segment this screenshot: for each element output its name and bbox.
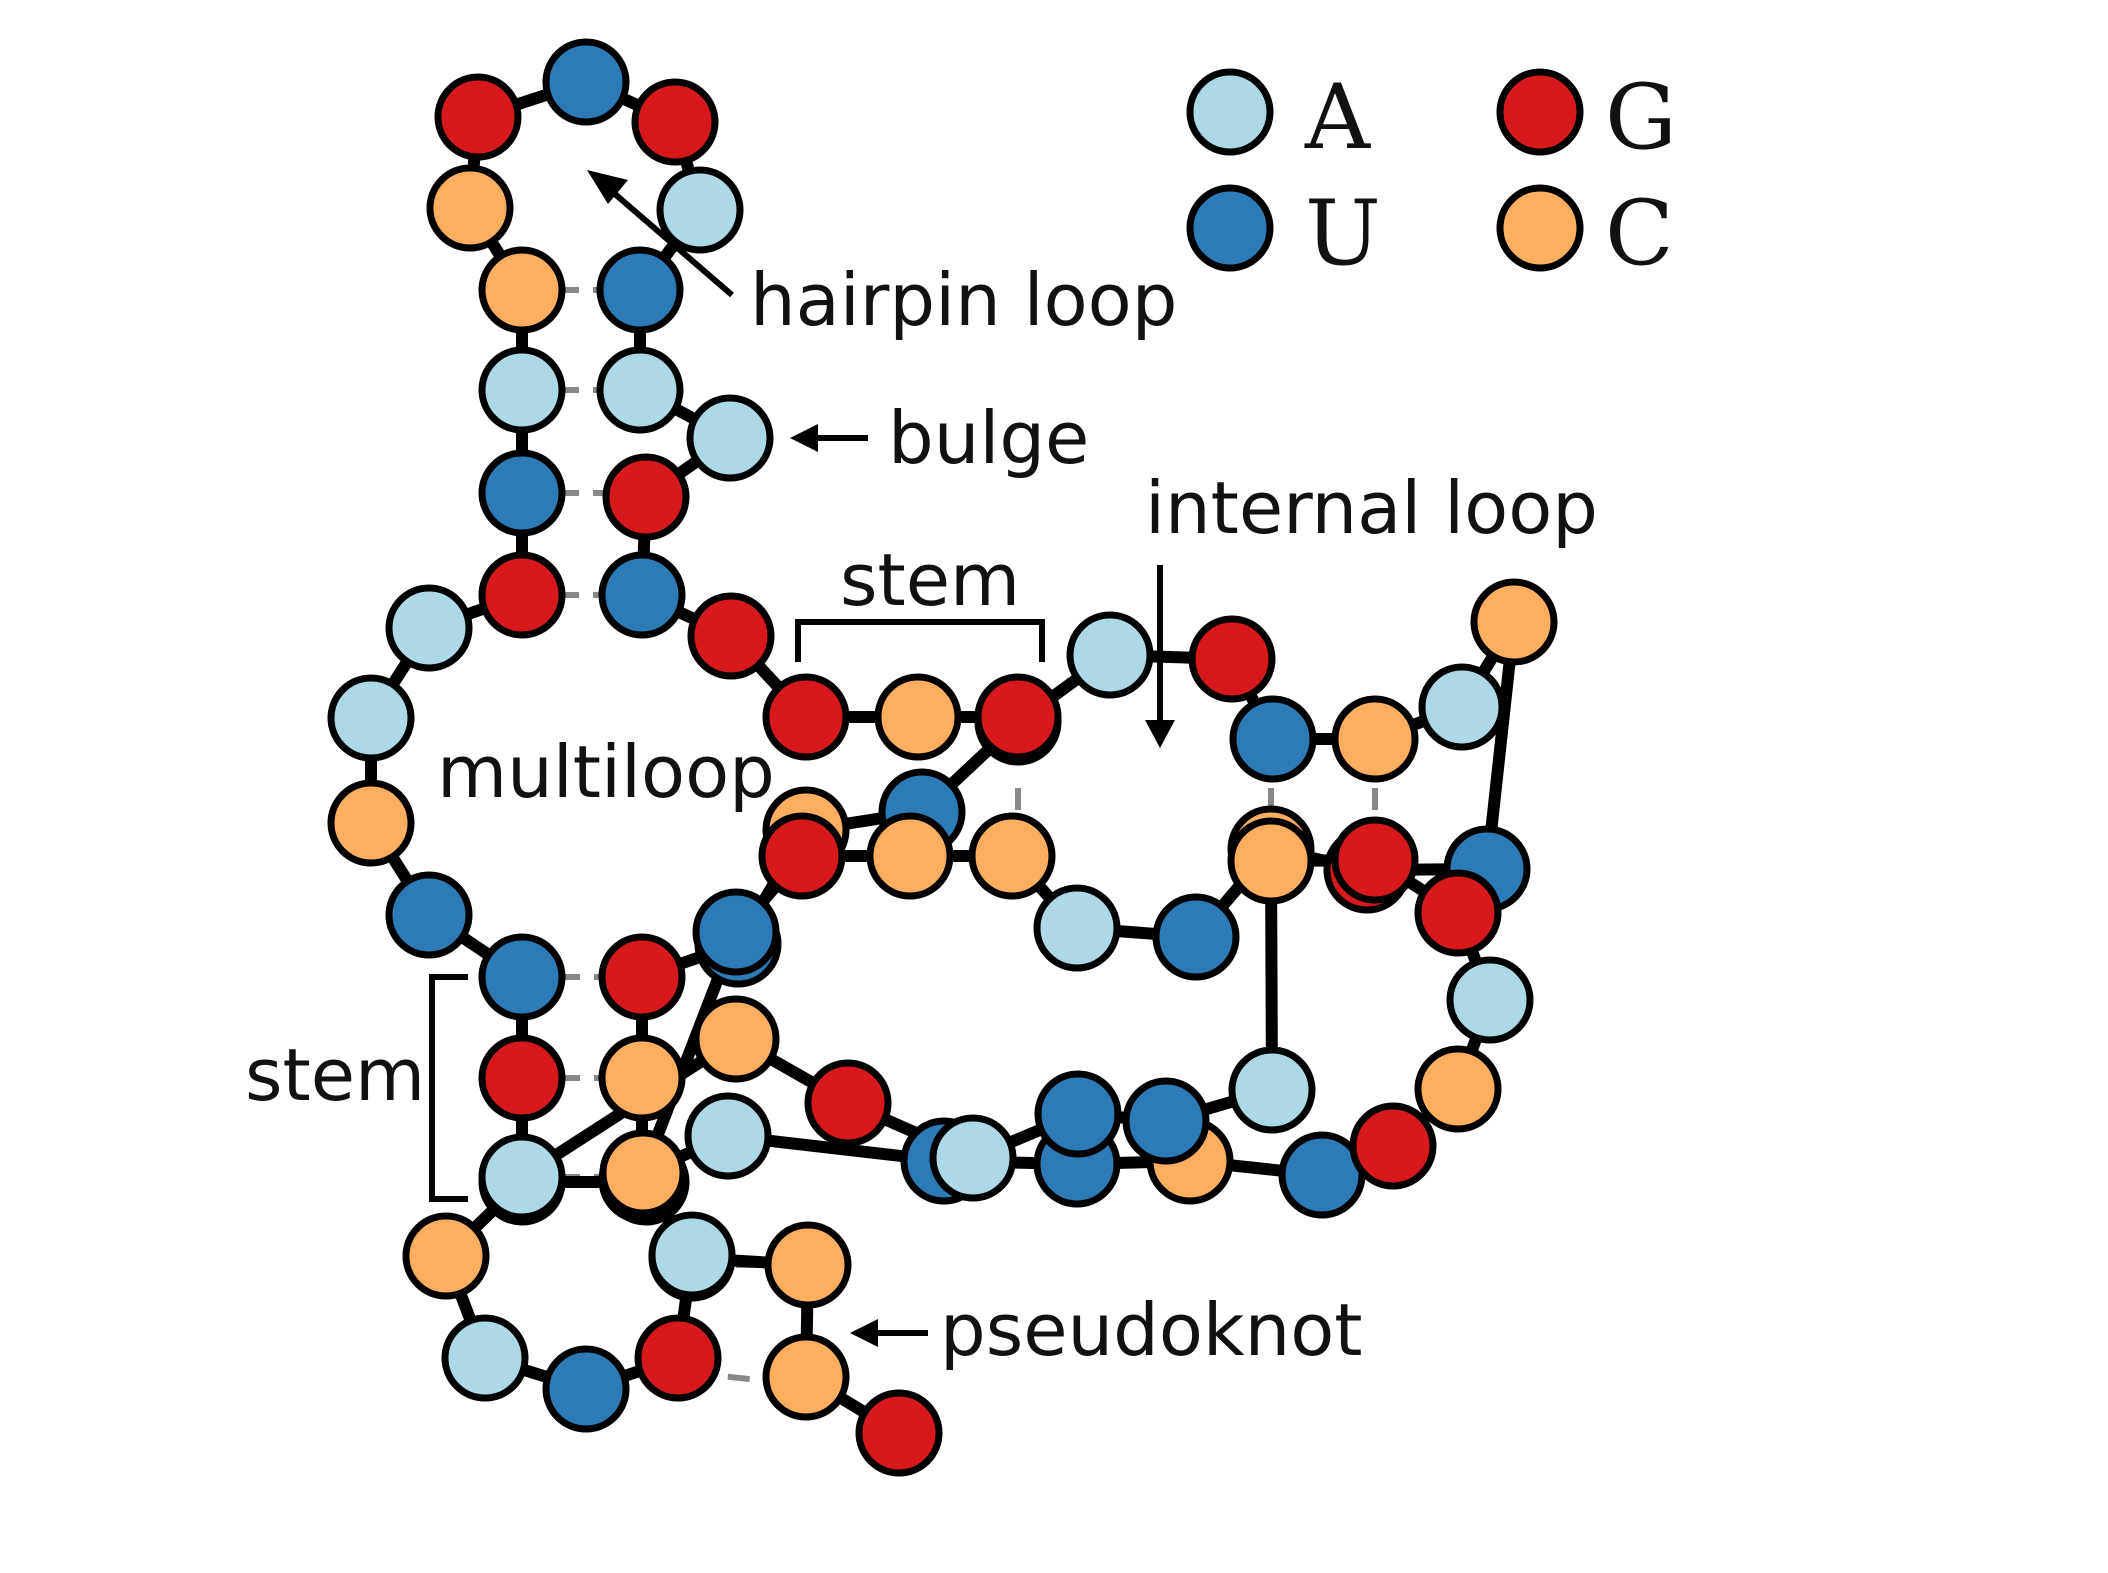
- stem-left-label: stem: [245, 1033, 425, 1117]
- legend-swatch-u: [1186, 184, 1274, 272]
- nucleotide-a: [1228, 1046, 1316, 1134]
- nucleotide-g: [478, 1034, 566, 1122]
- nucleotide-a: [441, 1314, 529, 1402]
- nucleotide-u: [1152, 893, 1240, 981]
- annotations: [429, 185, 1163, 1336]
- pseudoknot-label: pseudoknot: [940, 1288, 1363, 1372]
- nucleotide-a: [684, 1092, 772, 1180]
- nucleotide-a: [478, 346, 566, 434]
- legend-label-u: U: [1305, 181, 1381, 286]
- legend: A G U C: [1186, 65, 1677, 286]
- nucleotide-c: [1414, 1045, 1502, 1133]
- nucleotide-g: [478, 551, 566, 639]
- nucleotide-g: [602, 453, 690, 541]
- nucleotide-u: [1034, 1070, 1122, 1158]
- nucleotide-g: [1188, 615, 1276, 703]
- legend-label-c: C: [1605, 181, 1674, 286]
- nucleotide-c: [402, 1212, 490, 1300]
- nucleotide-c: [692, 995, 780, 1083]
- nucleotide-c: [327, 779, 415, 867]
- nucleotide-c: [866, 812, 954, 900]
- nucleotide-u: [1229, 695, 1317, 783]
- nucleotide-a: [1446, 956, 1534, 1044]
- hairpin-arrowhead: [587, 170, 628, 204]
- nucleotide-a: [656, 166, 744, 254]
- hairpin-loop-label: hairpin loop: [750, 258, 1177, 342]
- stem-left-bracket: [429, 974, 468, 1202]
- bulge-label: bulge: [888, 396, 1089, 480]
- nucleotide-g: [687, 592, 775, 680]
- nucleotide-a: [1033, 884, 1121, 972]
- nucleotide-g: [634, 1314, 722, 1402]
- nucleotide-a: [929, 1114, 1017, 1202]
- nucleotide-a: [327, 674, 415, 762]
- pseudoknot-arrowhead: [850, 1319, 878, 1347]
- nucleotide-u: [596, 246, 684, 334]
- nucleotide-c: [1331, 695, 1419, 783]
- nucleotides: [327, 38, 1558, 1477]
- nucleotide-g: [598, 933, 686, 1021]
- legend-swatch-g: [1496, 68, 1584, 156]
- nucleotide-u: [692, 888, 780, 976]
- nucleotide-a: [1418, 663, 1506, 751]
- nucleotide-a: [478, 1133, 566, 1221]
- nucleotide-c: [426, 164, 514, 252]
- legend-swatch-c: [1496, 184, 1584, 272]
- nucleotide-u: [385, 871, 473, 959]
- nucleotide-u: [478, 933, 566, 1021]
- nucleotide-c: [599, 1129, 687, 1217]
- nucleotide-g: [974, 673, 1062, 761]
- nucleotide-c: [598, 1034, 686, 1122]
- multiloop-label: multiloop: [437, 730, 775, 814]
- legend-label-g: G: [1605, 65, 1677, 170]
- nucleotide-u: [1122, 1077, 1210, 1165]
- nucleotide-u: [598, 551, 686, 639]
- nucleotide-u: [542, 1345, 630, 1433]
- nucleotide-g: [758, 812, 846, 900]
- legend-swatch-a: [1186, 68, 1274, 156]
- nucleotide-g: [1349, 1102, 1437, 1190]
- nucleotide-g: [804, 1059, 892, 1147]
- nucleotide-c: [1470, 578, 1558, 666]
- nucleotide-c: [478, 246, 566, 334]
- nucleotide-g: [1331, 816, 1419, 904]
- nucleotide-a: [686, 394, 774, 482]
- nucleotide-g: [631, 78, 719, 166]
- nucleotide-g: [855, 1389, 943, 1477]
- hairpin-arrow: [606, 185, 734, 298]
- nucleotide-c: [968, 812, 1056, 900]
- nucleotide-g: [1414, 869, 1502, 957]
- internal-loop-arrowhead: [1145, 720, 1175, 748]
- nucleotide-g: [762, 673, 850, 761]
- nucleotide-a: [1066, 611, 1154, 699]
- internal-loop-label: internal loop: [1145, 466, 1598, 550]
- nucleotide-c: [764, 1221, 852, 1309]
- nucleotide-a: [648, 1211, 736, 1299]
- stem-top-label: stem: [840, 538, 1020, 622]
- nucleotide-u: [478, 449, 566, 537]
- rna-backbone: [365, 76, 1520, 1439]
- bulge-arrowhead: [790, 424, 818, 452]
- arrowheads: [587, 170, 1175, 1347]
- nucleotide-u: [542, 38, 630, 126]
- legend-label-a: A: [1304, 65, 1371, 170]
- nucleotide-c: [874, 673, 962, 761]
- nucleotide-c: [1227, 817, 1315, 905]
- stem-top-bracket: [795, 619, 1045, 662]
- nucleotide-a: [596, 346, 684, 434]
- nucleotide-a: [385, 584, 473, 672]
- nucleotide-g: [434, 73, 522, 161]
- nucleotide-c: [762, 1333, 850, 1421]
